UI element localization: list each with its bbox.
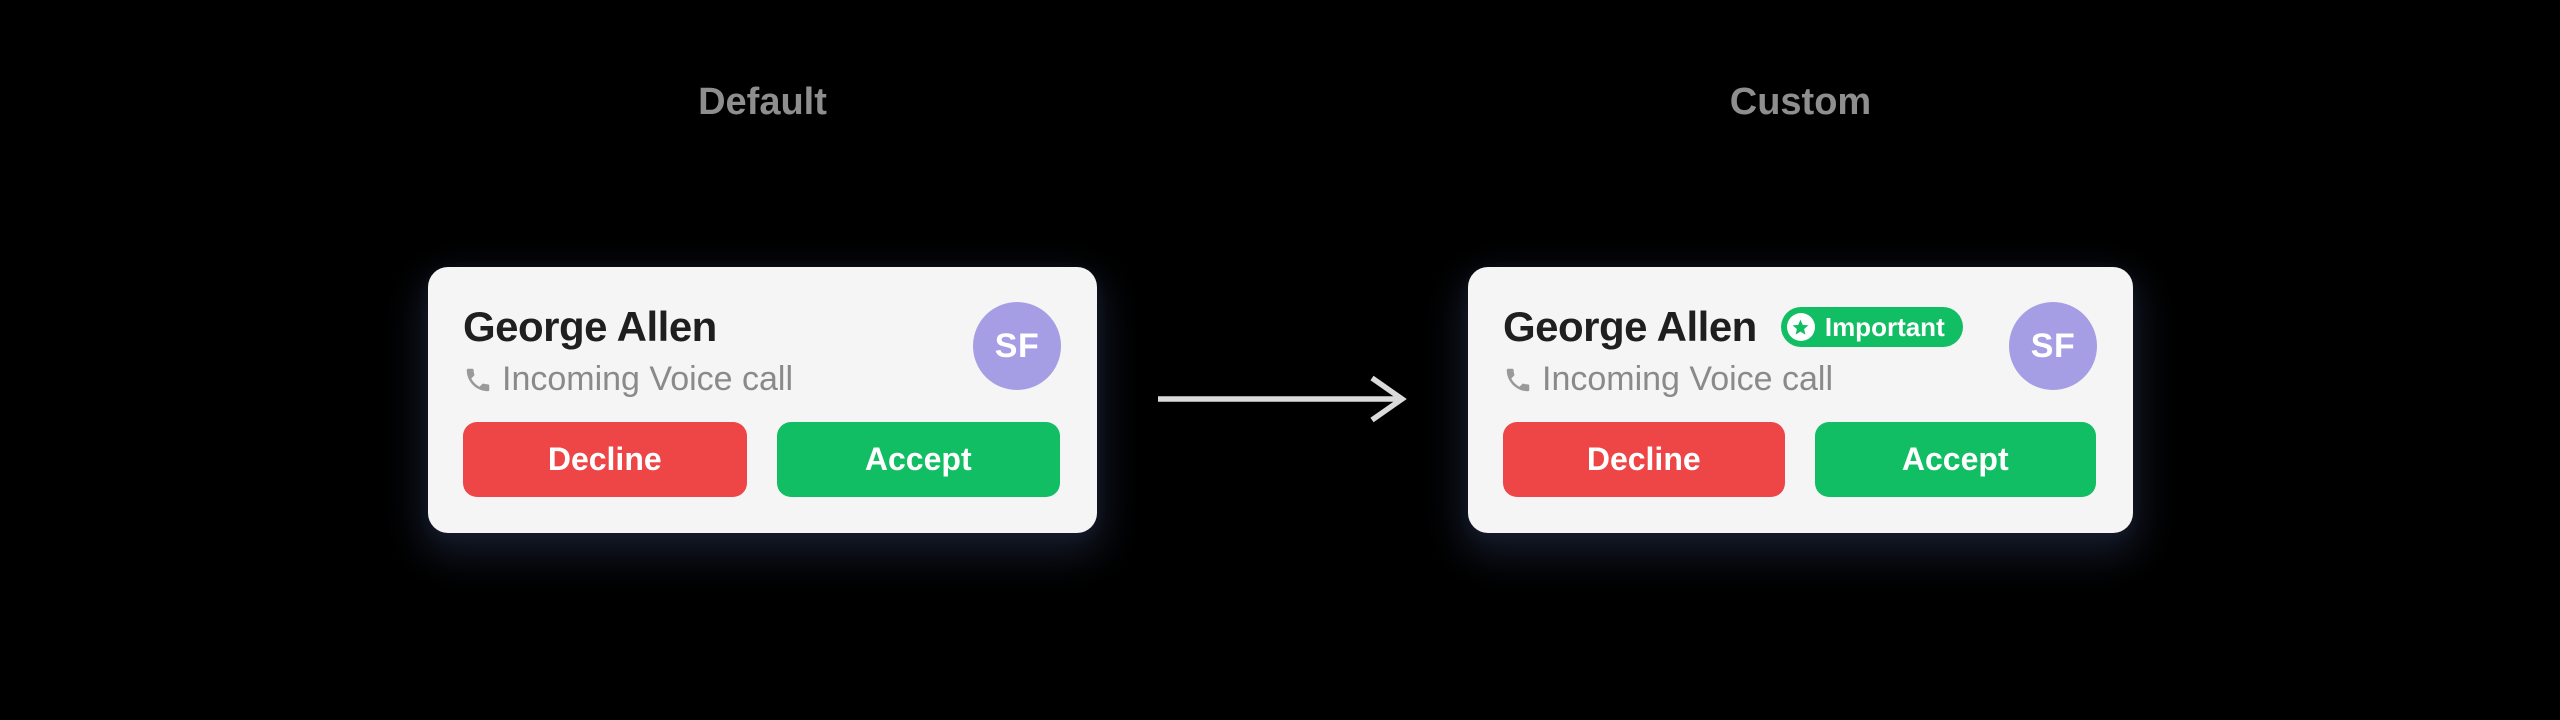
decline-button[interactable]: Decline xyxy=(1503,422,1785,497)
call-card-custom: George Allen Important Incoming Voice ca… xyxy=(1468,267,2133,533)
accept-button[interactable]: Accept xyxy=(776,422,1060,497)
call-actions-row: Decline Accept xyxy=(463,422,1060,497)
avatar: SF xyxy=(2009,302,2097,390)
call-type-row: Incoming Voice call xyxy=(1503,360,2097,399)
caller-name-row: George Allen xyxy=(463,303,1061,351)
call-type-row: Incoming Voice call xyxy=(463,360,1061,399)
phone-icon xyxy=(1503,365,1533,395)
accept-button[interactable]: Accept xyxy=(1814,422,2096,497)
decline-button[interactable]: Decline xyxy=(463,422,747,497)
call-type-label: Incoming Voice call xyxy=(502,360,794,398)
caller-name: George Allen xyxy=(1503,303,1757,350)
avatar-initials: SF xyxy=(2030,326,2076,365)
caller-name: George Allen xyxy=(463,303,717,350)
section-title-default: Default xyxy=(698,81,827,123)
call-actions-row: Decline Accept xyxy=(1503,422,2096,497)
important-badge: Important xyxy=(1780,307,1963,347)
arrow-right-icon xyxy=(1158,375,1407,423)
badge-label: Important xyxy=(1824,312,1945,342)
star-icon xyxy=(1786,313,1815,341)
avatar: SF xyxy=(973,302,1061,390)
phone-icon xyxy=(463,365,493,395)
call-type-label: Incoming Voice call xyxy=(1542,360,1834,398)
avatar-initials: SF xyxy=(994,326,1040,365)
call-card-default: George Allen Incoming Voice call SF Decl… xyxy=(428,267,1097,533)
caller-name-row: George Allen Important xyxy=(1503,303,2097,351)
section-title-custom: Custom xyxy=(1729,81,1872,123)
